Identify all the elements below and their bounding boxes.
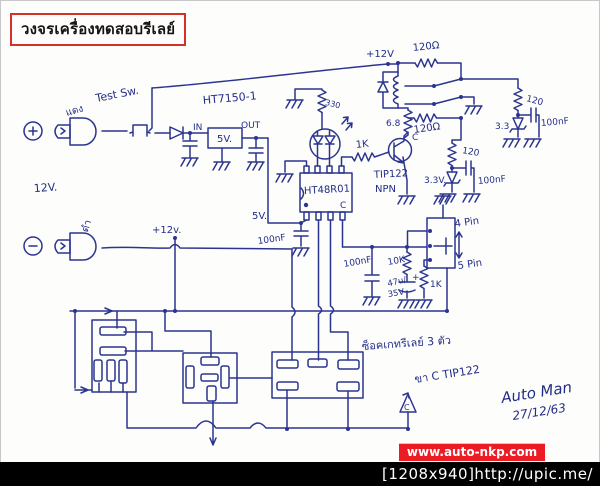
label-ht48r01: HT48R01 <box>304 184 351 197</box>
label-120-ch1: 120 <box>525 94 544 108</box>
zener-channel-2 <box>438 117 481 203</box>
label-mcu-cap: 100nF <box>257 233 286 247</box>
transistor-tip122 <box>340 131 416 205</box>
label-330: 330 <box>324 98 341 110</box>
label-120-ch2: 120 <box>461 146 480 159</box>
annotations: ซ็อคเกทรีเลย์ 3 ตัว ขา C TIP122 Auto Man… <box>361 333 573 423</box>
label-plus12v: +12V <box>366 49 394 60</box>
label-collector-note: ขา C TIP122 <box>414 363 481 386</box>
arrow-up-icon <box>402 392 410 399</box>
label-100nf-ch1: 100nF <box>540 117 569 129</box>
page-title: วงจรเครื่องทดสอบรีเลย์ <box>10 13 187 46</box>
relay <box>377 58 483 139</box>
label-10k: 10K <box>387 255 407 268</box>
label-npn: NPN <box>375 184 396 195</box>
test-switch <box>129 63 399 137</box>
relay-socket-3 <box>271 351 364 399</box>
label-3v3-ch2: 3.3V. <box>424 176 446 186</box>
collector-marker <box>399 392 417 413</box>
label-4pin: 4 Pin <box>454 216 480 230</box>
input-diode <box>154 126 209 167</box>
label-plus-polarity: + <box>412 273 420 283</box>
arrow-right-icon <box>104 307 113 315</box>
pin-selector <box>426 195 463 269</box>
label-red-jack: แดง <box>65 103 85 119</box>
relay-socket-2 <box>182 352 238 404</box>
label-120ohm-top: 120Ω <box>412 40 440 54</box>
label-100nf-ch2: 100nF <box>477 175 506 187</box>
label-47u: 47u/ <box>387 275 408 289</box>
label-black-jack: ดำ <box>80 219 94 234</box>
label-35v: 35V <box>387 287 405 300</box>
label-3v3-ch1: 3.3 <box>495 122 509 132</box>
label-tap-12v: +12v. <box>152 225 181 236</box>
led-indicator <box>285 88 353 167</box>
negative-terminal <box>23 232 293 261</box>
label-out: OUT <box>241 121 261 131</box>
label-120ohm-mid: 120Ω <box>413 121 441 136</box>
relay-socket-1 <box>91 319 137 393</box>
label-100nf-mid: 100nF <box>343 255 372 270</box>
label-reg-5v: 5V. <box>217 134 232 145</box>
watermark-badge: www.auto-nkp.com <box>399 443 545 461</box>
label-5pin: 5 Pin <box>457 258 483 272</box>
label-in: IN <box>193 123 202 133</box>
light-arrows-icon <box>341 116 353 131</box>
footer-size-link: [1208x940]http://upic.me/ <box>382 465 593 483</box>
voltage-regulator <box>207 127 302 224</box>
zener-channel-1 <box>460 78 542 148</box>
footer-bar: [1208x940]http://upic.me/ <box>0 462 600 486</box>
label-test-sw: Test Sw. <box>93 84 139 105</box>
label-12v: 12V. <box>33 181 57 196</box>
label-mcu-c: C <box>340 201 346 211</box>
label-collector-c: C <box>412 133 418 143</box>
positive-terminal <box>23 117 128 146</box>
label-1k-sel: 1K <box>430 280 443 290</box>
label-triangle-c: C <box>404 403 410 412</box>
mcu-support-parts <box>341 230 433 309</box>
bottom-wiring <box>69 248 448 446</box>
label-tip122: TIP122 <box>373 168 409 181</box>
label-mcu-5v: 5V. <box>252 211 267 222</box>
label-ht7150: HT7150-1 <box>202 89 257 107</box>
label-1k-base: 1K <box>355 139 369 151</box>
label-socket-note: ซ็อคเกทรีเลย์ 3 ตัว <box>361 333 451 353</box>
label-6k8: 6.8 <box>386 119 401 129</box>
minus-symbol-icon <box>23 236 43 256</box>
plus-symbol-icon <box>23 121 43 141</box>
double-arrow-icon <box>455 231 463 259</box>
